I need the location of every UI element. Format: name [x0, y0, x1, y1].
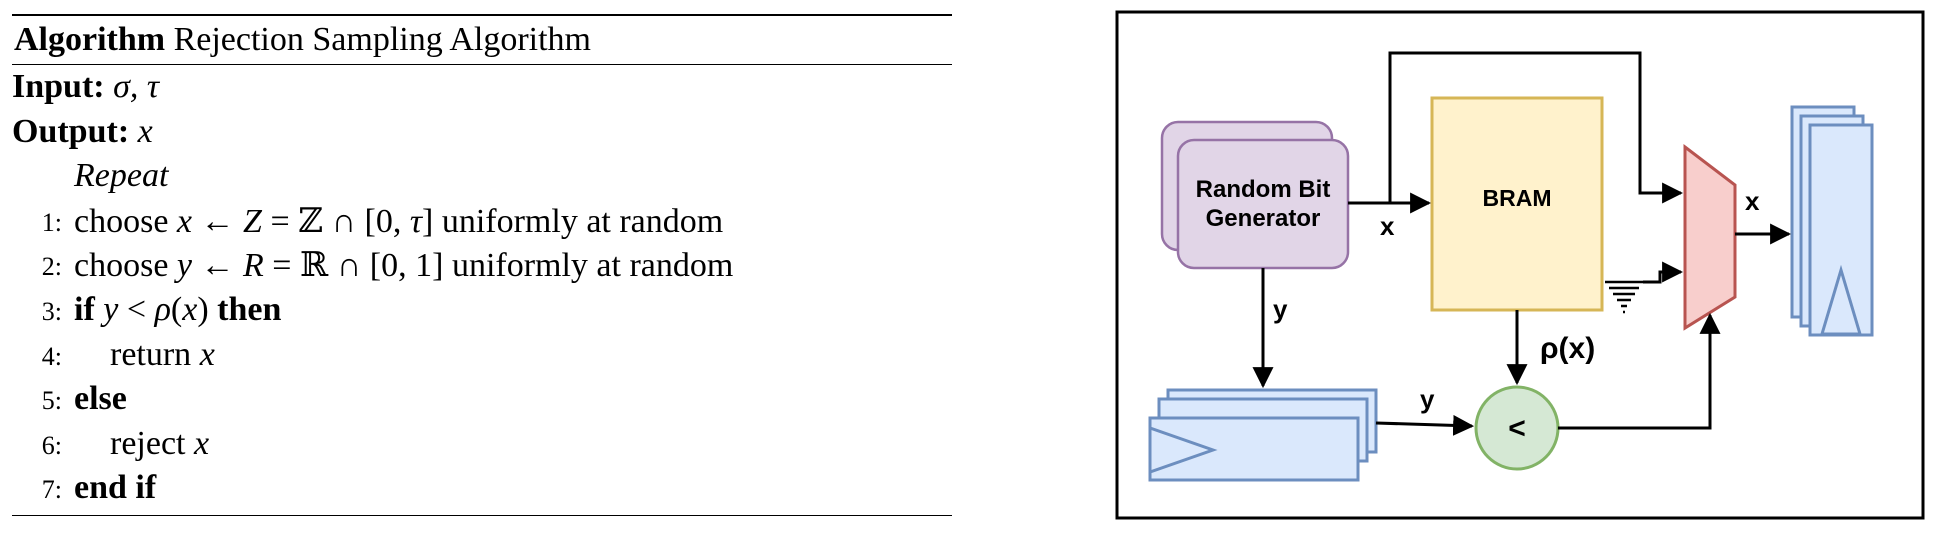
algorithm-name: Rejection Sampling Algorithm: [173, 21, 592, 58]
line-number: 6:: [41, 430, 62, 460]
line-text: choose x ← Z = ℤ ∩ [0, τ] uniformly at r…: [74, 200, 724, 241]
input-label: Input:: [12, 68, 105, 105]
input-line: Input: σ, τ: [12, 65, 952, 110]
ground-icon: [1605, 280, 1643, 314]
line-number: 7:: [41, 475, 62, 505]
y-label-down: y: [1273, 294, 1288, 324]
x-label-mux: x: [1745, 186, 1760, 216]
line-number: 4:: [41, 341, 62, 371]
random-bit-generator: Random Bit Generator: [1160, 120, 1350, 270]
rng-label-line2: Generator: [1206, 205, 1321, 232]
output-label: Output:: [12, 112, 130, 150]
bram-block: BRAM: [1430, 96, 1604, 312]
algo-line-3: 3: if y < ρ(x) then: [12, 288, 952, 333]
comparator: <: [1474, 385, 1560, 471]
rho-label: ρ(x): [1540, 332, 1595, 365]
bottom-rule: [12, 514, 952, 516]
output-line: Output: x: [12, 110, 952, 155]
algorithm-title: Algorithm Rejection Sampling Algorithm: [12, 16, 952, 64]
line-text: choose y ← R = ℝ ∩ [0, 1] uniformly at r…: [74, 245, 734, 286]
y-register: [1148, 388, 1378, 482]
algo-line-6: 6: reject x: [12, 422, 952, 467]
algo-line-1: 1: choose x ← Z = ℤ ∩ [0, τ] uniformly a…: [12, 199, 952, 244]
line-text: end if: [74, 469, 157, 507]
line-text: return x: [110, 335, 215, 373]
diagram-canvas: Random Bit Generator BRAM <: [1115, 10, 1925, 520]
line-text: reject x: [110, 424, 210, 462]
mux-block: [1683, 143, 1737, 331]
wire-ground-to-mux: [1643, 261, 1684, 284]
algo-line-5: 5: else: [12, 377, 952, 422]
algo-line-4: 4: return x: [12, 333, 952, 378]
rng-label-line1: Random Bit: [1196, 176, 1331, 203]
algo-line-2: 2: choose y ← R = ℝ ∩ [0, 1] uniformly a…: [12, 243, 952, 288]
line-number: 3:: [41, 296, 62, 326]
algorithm-keyword: Algorithm: [14, 21, 166, 58]
wire-cmp-to-mux: [1558, 312, 1721, 430]
line-number: 1:: [41, 207, 62, 237]
bram-label: BRAM: [1483, 185, 1552, 211]
wire-x-to-mux: [1388, 51, 1684, 204]
wires: [1252, 51, 1792, 436]
line-text: else: [74, 380, 127, 418]
clock-triangle-icon: [1819, 264, 1863, 336]
y-label-reg: y: [1420, 384, 1435, 414]
line-number: 2:: [41, 252, 62, 282]
output-register: [1790, 105, 1874, 337]
hardware-diagram: Random Bit Generator BRAM <: [1115, 10, 1925, 520]
clock-triangle-icon: [1148, 425, 1218, 475]
repeat-line: Repeat: [12, 154, 952, 199]
wire-yreg-to-cmp: [1375, 414, 1475, 436]
input-value: σ, τ: [113, 68, 160, 105]
line-number: 5:: [41, 386, 62, 416]
repeat-label: Repeat: [74, 157, 169, 195]
output-value: x: [137, 112, 153, 150]
algorithm-block: Algorithm Rejection Sampling Algorithm I…: [12, 14, 952, 516]
title-rule: [12, 64, 952, 65]
comparator-label: <: [1508, 412, 1526, 445]
top-rule: [12, 14, 952, 16]
algo-line-7: 7: end if: [12, 466, 952, 511]
x-label-rng: x: [1380, 211, 1395, 241]
line-text: if y < ρ(x) then: [74, 290, 282, 328]
